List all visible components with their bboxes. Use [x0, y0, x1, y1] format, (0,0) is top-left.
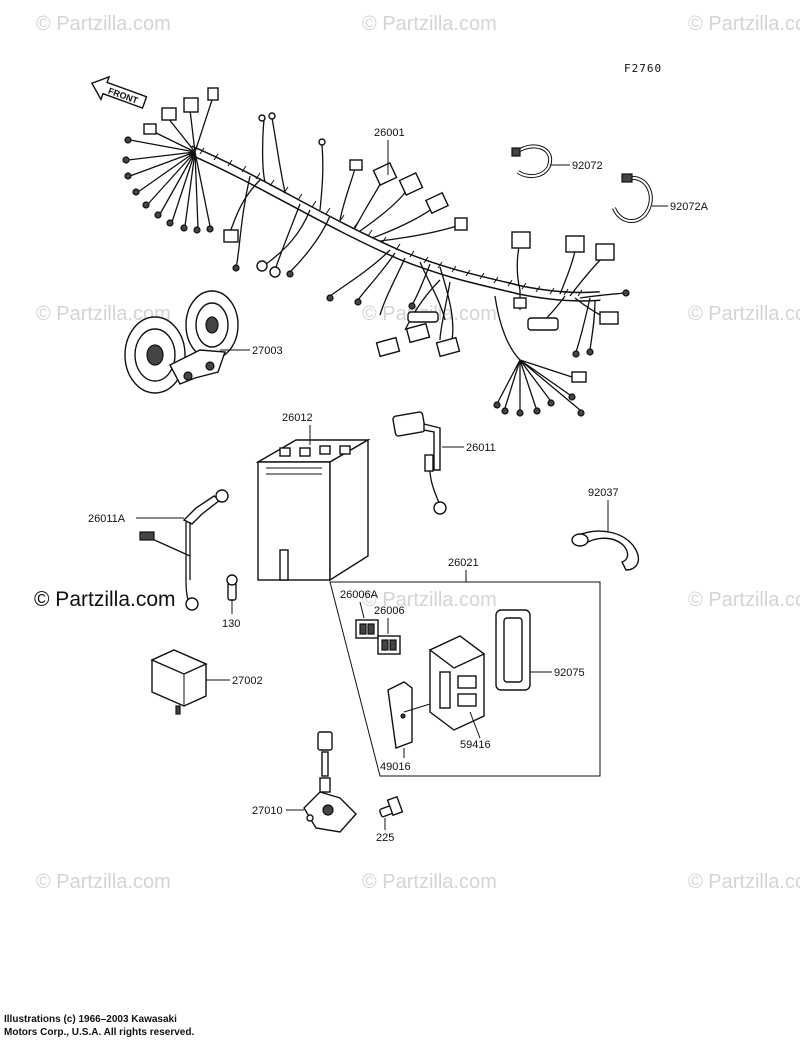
- leader-line: [359, 601, 365, 619]
- part-label-26011a[interactable]: 26011A: [88, 513, 126, 525]
- part-label-59416[interactable]: 59416: [460, 739, 491, 751]
- part-label-26006[interactable]: 26006: [374, 605, 405, 617]
- part-label-225[interactable]: 225: [376, 832, 394, 844]
- cover-92075: [495, 609, 531, 691]
- fuse-26006a: [355, 619, 379, 639]
- watermark: © Partzilla.com: [688, 13, 800, 35]
- watermark: © Partzilla.com: [688, 303, 800, 325]
- fuse-26006: [377, 635, 401, 655]
- assembly-outline: [329, 581, 601, 777]
- watermark: © Partzilla.com: [362, 13, 497, 35]
- band-92072: [511, 144, 553, 179]
- battery-cable-26011: [392, 411, 447, 515]
- horn-27003: [124, 290, 239, 394]
- part-label-92075[interactable]: 92075: [554, 667, 585, 679]
- part-label-26001[interactable]: 26001: [374, 127, 405, 139]
- battery-26012: [255, 438, 371, 582]
- watermark-strong: © Partzilla.com: [34, 588, 176, 611]
- screw-225: [379, 795, 404, 818]
- part-label-27002[interactable]: 27002: [232, 675, 263, 687]
- watermark: © Partzilla.com: [36, 13, 171, 35]
- ground-cable-26011a: [139, 489, 238, 611]
- switch-27010: [303, 731, 357, 833]
- part-label-92072[interactable]: 92072: [572, 160, 603, 172]
- relay-27002: [150, 649, 208, 715]
- wiring-harness: [122, 87, 630, 417]
- figure-code: F2760: [624, 62, 662, 75]
- part-label-27010[interactable]: 27010: [252, 805, 283, 817]
- part-label-92072a[interactable]: 92072A: [670, 201, 709, 213]
- leader-line: [469, 711, 481, 739]
- part-label-26021[interactable]: 26021: [448, 557, 479, 569]
- watermark: © Partzilla.com: [688, 589, 800, 611]
- part-label-49016[interactable]: 49016: [380, 761, 411, 773]
- part-label-92037[interactable]: 92037: [588, 487, 619, 499]
- part-label-26006a[interactable]: 26006A: [340, 589, 379, 601]
- front-arrow-icon: FRONT: [90, 75, 148, 109]
- part-label-27003[interactable]: 27003: [252, 345, 283, 357]
- copyright-line-1: Illustrations (c) 1966–2003 Kawasaki: [4, 1014, 177, 1025]
- bracket-49016: [387, 681, 413, 749]
- leader-line: [403, 703, 431, 713]
- part-label-26012[interactable]: 26012: [282, 412, 313, 424]
- band-92072a: [612, 173, 653, 223]
- copyright-notice: Illustrations (c) 1966–2003 Kawasaki Mot…: [4, 1013, 194, 1039]
- watermark-layer: © Partzilla.com © Partzilla.com © Partzi…: [34, 13, 800, 893]
- fuse-box-59416: [428, 635, 486, 731]
- watermark: © Partzilla.com: [362, 589, 497, 611]
- copyright-line-2: Motors Corp., U.S.A. All rights reserved…: [4, 1027, 195, 1038]
- part-label-130[interactable]: 130: [222, 618, 240, 630]
- part-label-26011[interactable]: 26011: [466, 442, 496, 454]
- watermark: © Partzilla.com: [362, 871, 497, 893]
- clamp-92037: [571, 530, 640, 571]
- watermark: © Partzilla.com: [36, 303, 171, 325]
- watermark: © Partzilla.com: [688, 871, 800, 893]
- watermark: © Partzilla.com: [36, 871, 171, 893]
